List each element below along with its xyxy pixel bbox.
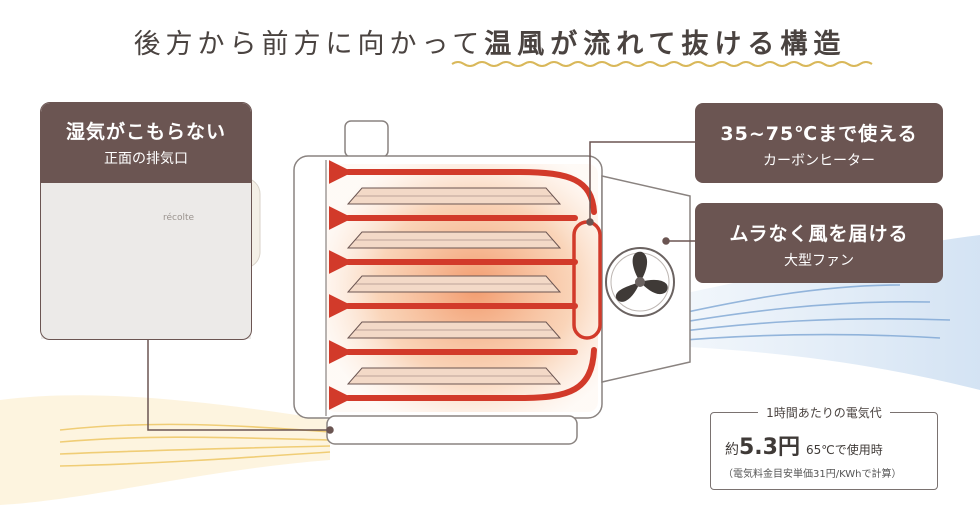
rack-grid: [355, 195, 553, 377]
label-heater-sub: カーボンヒーター: [763, 153, 875, 169]
label-exhaust: 湿気がこもらない 正面の排気口: [41, 103, 251, 183]
headline-part1: 後方から前方に向かって: [133, 29, 485, 60]
hot-air-arrows: [328, 160, 597, 410]
cost-condition: 65℃で使用時: [805, 443, 883, 457]
brand-logo: récolte: [163, 213, 195, 223]
headline-part2: 温風が流れて抜ける構造: [484, 29, 847, 60]
label-fan-title: ムラなく風を届ける: [729, 223, 909, 245]
label-fan: ムラなく風を届ける 大型ファン: [695, 203, 943, 283]
warm-wind-lines: [59, 423, 331, 467]
electricity-cost-box: 1時間あたりの電気代 約5.3円 65℃で使用時 （電気料金目安単価31円/KWh…: [710, 406, 938, 490]
headline: 後方から前方に向かって温風が流れて抜ける構造: [0, 22, 980, 61]
cost-prefix: 約: [725, 442, 739, 458]
label-heater: 35~75℃まで使える カーボンヒーター: [695, 103, 943, 183]
exhaust-photo: 湿気がこもらない 正面の排気口 récolte: [40, 102, 252, 340]
label-exhaust-sub: 正面の排気口: [104, 151, 188, 167]
cost-main: 約5.3円 65℃で使用時: [725, 429, 883, 461]
dryer-base: [326, 415, 578, 445]
leader-lines: [147, 141, 695, 434]
fan-icon: [605, 247, 675, 317]
cost-title: 1時間あたりの電気代: [758, 406, 890, 420]
cost-note: （電気料金目安単価31円/KWhで計算）: [723, 469, 902, 480]
label-heater-title: 35~75℃まで使える: [720, 123, 918, 145]
headline-underline: [451, 61, 873, 67]
cost-amount: 5.3円: [739, 435, 800, 460]
label-exhaust-title: 湿気がこもらない: [65, 121, 226, 143]
dryer-handle: [344, 120, 389, 158]
label-fan-sub: 大型ファン: [784, 253, 854, 269]
